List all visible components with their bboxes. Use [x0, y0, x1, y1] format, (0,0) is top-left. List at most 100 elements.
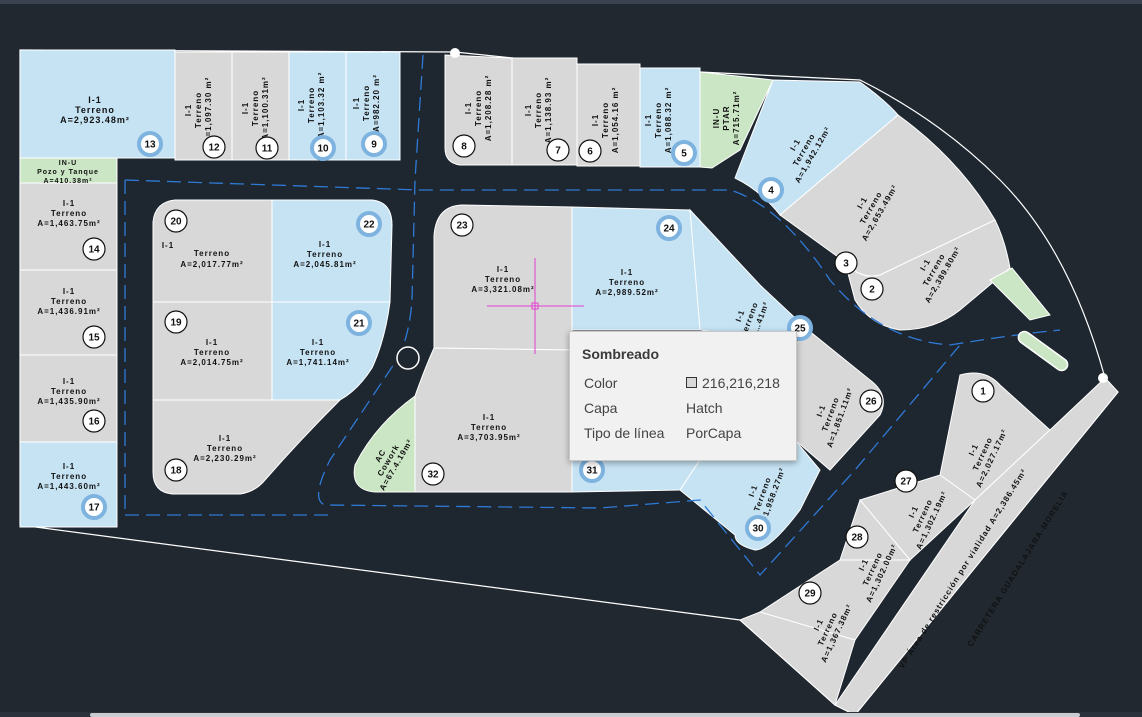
lot-18-type: Terreno — [207, 444, 243, 453]
lot-badge-number: 7 — [555, 146, 561, 157]
lot-badge-circle-icon — [164, 458, 188, 482]
lot-badge-number: 6 — [587, 147, 593, 158]
ptar-use: IN-U — [712, 108, 721, 128]
lot-21-area: A=1,741.14m² — [286, 358, 349, 367]
roundabout-island — [396, 346, 420, 370]
lot-8-use: I-1 — [464, 102, 473, 114]
lot-badge-number: 10 — [317, 144, 329, 155]
lot-15-use: I-1 — [63, 287, 75, 296]
lot-11-use: I-1 — [241, 102, 250, 114]
lot-13-use: I-1 — [88, 95, 102, 105]
tooltip-layer-label: Capa — [584, 400, 618, 416]
lot-11-area: A=1,100.31m² — [261, 76, 270, 139]
lot-19-area: A=2,014.75m² — [180, 358, 243, 367]
lot-23-type: Terreno — [485, 275, 521, 284]
lot-5-use: I-1 — [644, 114, 653, 126]
lot-badge-number: 12 — [208, 143, 220, 154]
lot-badge-circle-icon — [798, 581, 822, 605]
scrollbar-thumb[interactable] — [90, 713, 1080, 717]
tooltip-color-text: 216,216,218 — [702, 375, 780, 391]
lot-badge-number: 20 — [170, 217, 182, 228]
lot-badge-number: 14 — [88, 245, 100, 256]
lot-badge-number: 26 — [865, 397, 877, 408]
block-center — [353, 204, 884, 551]
lot-26-use: I-1 — [815, 403, 828, 418]
lot-16-area: A=1,435.90m² — [37, 397, 100, 406]
lot-badge-circle-icon — [82, 237, 106, 261]
lot-6-use: I-1 — [591, 114, 600, 126]
tooltip-layer-value: Hatch — [686, 400, 723, 416]
pozo-use: IN-U — [59, 160, 77, 167]
lot-17-area: A=1,443.60m² — [37, 482, 100, 491]
lot-20-use: I-1 — [162, 241, 174, 250]
lot-9-area: A=982.20 m² — [372, 74, 381, 132]
lot-badge-circle-icon — [894, 469, 918, 493]
lot-18-use: I-1 — [219, 434, 231, 443]
lot-10-area: A=1,103.32 m² — [317, 72, 326, 139]
ptar-area: A=715.71m² — [732, 91, 741, 146]
lot-badge-circle-icon — [346, 310, 372, 336]
lot-badge-circle-icon — [361, 131, 387, 157]
lot-13-area: A=2,923.48m² — [60, 115, 130, 125]
lot-12-use: I-1 — [184, 104, 193, 116]
lot-badge-number: 5 — [681, 149, 687, 160]
lot-17-use: I-1 — [63, 462, 75, 471]
lot-badge-circle-icon — [859, 389, 883, 413]
lot-badge-number: 17 — [88, 503, 100, 514]
lot-badge-circle-icon — [758, 177, 784, 203]
lot-16-use: I-1 — [63, 377, 75, 386]
lot-32-use: I-1 — [483, 413, 495, 422]
lot-badge-circle-icon — [255, 136, 279, 160]
pozo-type: Pozo y Tanque — [37, 169, 99, 176]
lot-6-type: Terreno — [601, 102, 610, 138]
lot-5-area: A=1,088.32 m² — [664, 87, 673, 154]
lot-badge-number: 21 — [353, 319, 365, 330]
median-island — [1017, 330, 1069, 372]
lot-badge-circle-icon — [860, 277, 884, 301]
block-right — [779, 114, 1051, 331]
lot-badge-number: 30 — [752, 524, 764, 535]
lot-badge-circle-icon — [656, 215, 682, 241]
lot-badge-circle-icon — [421, 462, 445, 486]
horizontal-scrollbar[interactable] — [0, 712, 1142, 717]
lot-12-area: A=1,097.30 m² — [204, 77, 213, 144]
lot-19-type: Terreno — [194, 348, 230, 357]
lot-badge-number: 15 — [88, 333, 100, 344]
lot-23-area: A=3,321.08m² — [471, 285, 534, 294]
lot-badge-circle-icon — [81, 494, 107, 520]
lot-badge-number: 29 — [804, 589, 816, 600]
tooltip-color-label: Color — [584, 375, 618, 391]
lot-badge-number: 1 — [980, 387, 986, 398]
lot-23-use: I-1 — [497, 265, 509, 274]
lot-badge-number: 27 — [900, 477, 912, 488]
lot-20-type: Terreno — [194, 249, 230, 258]
lot-badge-number: 31 — [586, 466, 598, 477]
hatch-properties-tooltip: Sombreado Color 216,216,218 Capa Hatch T… — [569, 331, 797, 461]
lot-badge-circle-icon — [82, 325, 106, 349]
lot-badge-number: 8 — [461, 142, 467, 153]
lot-9-use: I-1 — [352, 97, 361, 109]
lot-24-use: I-1 — [621, 268, 633, 277]
title-bar-strip — [0, 0, 1142, 4]
lot-badge-number: 2 — [869, 285, 875, 296]
lot-badge-number: 19 — [170, 318, 182, 329]
lot-17-type: Terreno — [51, 472, 87, 481]
lot-19-use: I-1 — [206, 338, 218, 347]
lot-32-type: Terreno — [471, 423, 507, 432]
lot-7-use: I-1 — [524, 104, 533, 116]
lot-badge-number: 13 — [144, 140, 156, 151]
lot-8-type: Terreno — [474, 90, 483, 126]
lot-badge-circle-icon — [745, 515, 771, 541]
lot-21-type: Terreno — [300, 348, 336, 357]
lot-13-type: Terreno — [75, 105, 115, 115]
lot-6-area: A=1,054.16 m² — [611, 87, 620, 154]
lot-10-use: I-1 — [297, 99, 306, 111]
lot-badge-number: 22 — [363, 220, 375, 231]
lot-badge-number: 25 — [794, 324, 806, 335]
ptar-type: PTAR — [722, 105, 731, 130]
lot-badge-number: 4 — [768, 186, 774, 197]
lot-5-type: Terreno — [654, 102, 663, 138]
lot-22-type: Terreno — [307, 250, 343, 259]
